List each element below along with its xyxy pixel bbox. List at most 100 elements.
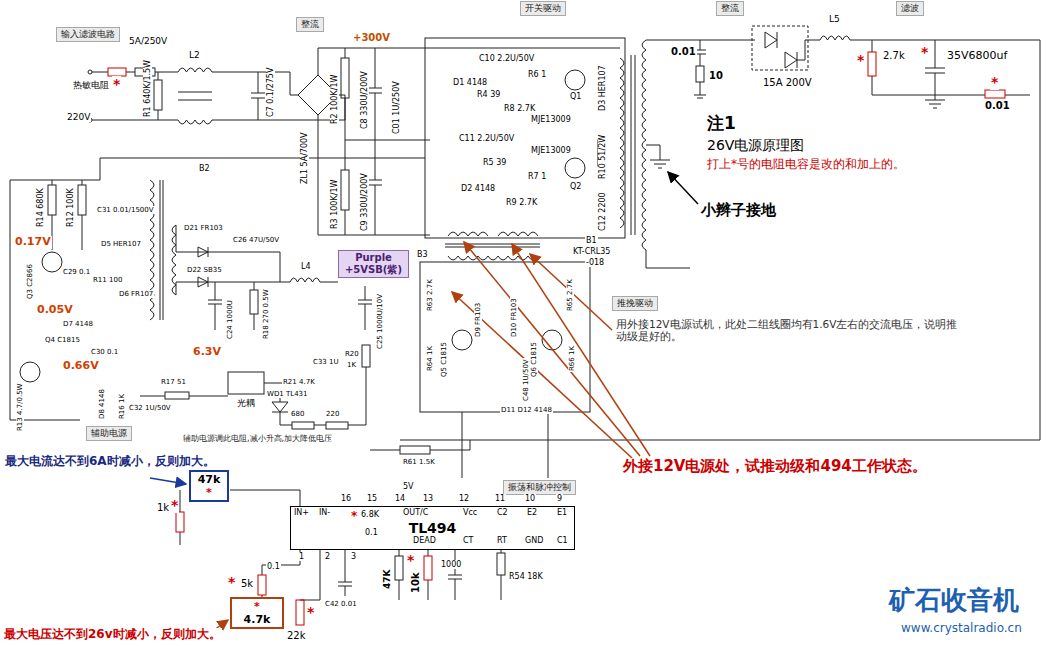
resistor-callout: 47k*	[189, 470, 229, 502]
ground-symbol	[650, 160, 670, 168]
text-label: L5	[828, 14, 841, 24]
resistor-symbol	[400, 446, 430, 454]
callout-arrow	[512, 244, 650, 456]
node-text: Purple +5VSB(紫)	[343, 252, 404, 276]
wire	[400, 40, 1040, 440]
capacitor-symbol	[251, 72, 265, 120]
text-label: R8 2.7K	[503, 104, 536, 113]
text-label: R18 270 0.5W	[262, 288, 270, 340]
text-label: C48 1U/50V	[522, 358, 530, 402]
text-label: ZL1 5A/700V	[300, 131, 309, 185]
callout-arrows	[150, 172, 698, 630]
transformer-symbol	[445, 232, 540, 260]
section-tag: 振荡和脉冲控制	[503, 480, 576, 495]
text-label: R64 1K	[426, 345, 434, 372]
text-label: 打上*号的电阻电容是改的和加上的。	[706, 158, 906, 172]
text-label: 最大电流达不到6A时减小，反则加大。	[4, 455, 216, 469]
wire	[92, 72, 345, 120]
text-label: R20	[344, 350, 360, 358]
text-label: C26 47U/50V	[232, 236, 280, 244]
text-label: 0.66V	[62, 360, 100, 373]
wire	[318, 48, 620, 235]
callout-arrow	[452, 292, 632, 458]
section-tag: 整流	[716, 1, 744, 16]
text-label: R63 2.7K	[426, 278, 434, 312]
text-label: L4	[300, 262, 312, 271]
text-label: B1	[585, 236, 598, 245]
text-label: *	[990, 74, 999, 90]
resistor-symbol	[696, 66, 704, 82]
text-label: IN-	[318, 508, 331, 517]
text-label: WD1 TL431	[266, 390, 309, 398]
text-label: 16	[340, 494, 352, 503]
text-label: 12	[458, 494, 470, 503]
text-label: 0.05V	[36, 304, 74, 317]
node-text: 开关驱动	[525, 3, 561, 14]
text-label: R14 680K	[36, 187, 45, 228]
text-label: D21 FR103	[183, 224, 224, 232]
text-label: D11 D12 4148	[500, 406, 553, 414]
transistor-symbol	[565, 70, 585, 90]
text-label: 0.01	[984, 100, 1011, 112]
resistor-symbol	[362, 345, 370, 367]
text-label: 5A/250V	[128, 36, 168, 46]
text-label: OUT/C	[402, 508, 429, 517]
text-label: *	[406, 552, 415, 568]
text-label: KT-CRL35	[572, 247, 611, 256]
callout-arrow	[668, 172, 698, 204]
callout-arrow	[464, 242, 640, 456]
transistor-symbol	[452, 330, 472, 350]
text-label: Q2	[569, 182, 582, 191]
text-label: D2 4148	[460, 184, 496, 193]
text-label: C30 0.1	[90, 348, 119, 356]
text-label: 注1	[706, 114, 737, 134]
text-label: 13	[422, 494, 434, 503]
tl431-symbol	[272, 402, 288, 412]
wire	[872, 40, 1030, 95]
text-label: *	[306, 604, 315, 620]
section-tag: 输入滤波电路	[56, 27, 120, 42]
text-label: 6.3V	[192, 346, 222, 359]
text-label: D6 FR107	[118, 290, 154, 298]
text-label: 小辫子接地	[700, 202, 777, 219]
text-label: 10k	[410, 571, 422, 594]
text-label: 10	[708, 70, 724, 82]
stage-frame	[420, 262, 590, 412]
text-label: 矿石收音机	[888, 586, 1020, 616]
text-label: 15	[366, 494, 378, 503]
text-label: 26V电源原理图	[706, 137, 805, 153]
text-label: Q4 C1815	[44, 336, 81, 344]
text-label: Q6 C1815	[530, 341, 538, 378]
resistor-symbol	[868, 52, 876, 76]
text-label: C1	[556, 536, 569, 545]
text-label: R66 1K	[568, 345, 576, 372]
text-label: R6 1	[527, 70, 547, 79]
capacitor-symbol	[368, 48, 382, 235]
text-label: R10 51/2W	[598, 134, 607, 180]
resistor-symbol	[258, 575, 266, 595]
transistor-symbol	[20, 362, 40, 382]
resistor-symbol	[154, 80, 162, 110]
text-label: -018	[585, 258, 605, 267]
node-text: *	[195, 486, 223, 499]
text-label: C2	[496, 508, 509, 517]
text-label: www.crystalradio.cn	[900, 622, 1023, 636]
text-label: R12 100K	[66, 187, 75, 228]
text-label: B2	[198, 164, 211, 173]
node-text: 47k	[195, 473, 223, 486]
text-label: 5V	[402, 482, 415, 491]
text-label: R17 51	[160, 378, 187, 386]
text-label: R1 640K/1.5W	[143, 59, 152, 118]
inductor-symbol	[290, 278, 320, 282]
text-label: 0.17V	[14, 236, 52, 249]
text-label: 10	[524, 494, 536, 503]
text-label: R2 100K/1W	[330, 74, 339, 125]
section-tag: 推挽驱动	[612, 296, 658, 311]
text-label: L2	[188, 50, 201, 60]
text-label: C33 1U	[312, 358, 340, 366]
transformer-symbol	[150, 180, 176, 320]
text-label: R16 1K	[118, 393, 126, 420]
text-label: 用外接12V电源试机，此处二组线圈均有1.6V左右的交流电压，说明推动级是好的。	[615, 318, 962, 342]
text-label: D1 4148	[452, 78, 488, 87]
text-label: 1K	[346, 361, 357, 369]
